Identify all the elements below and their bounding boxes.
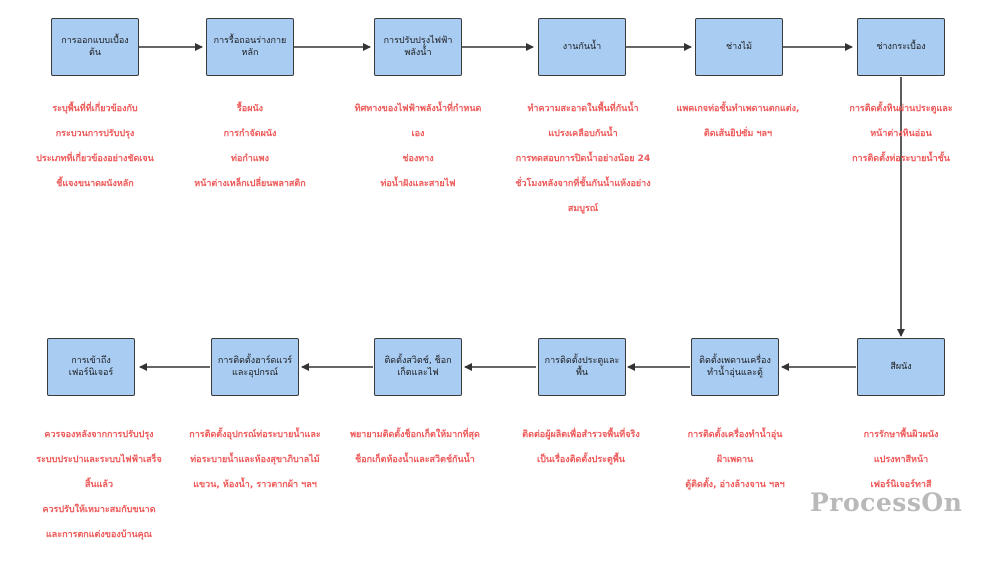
node-plumbing-electrical[interactable]: การปรับปรุงไฟฟ้าพลังน้ำ <box>374 18 462 76</box>
node-initial-design[interactable]: การออกแบบเบื้องต้น <box>51 18 139 76</box>
node-main-demolition[interactable]: การรื้อถอนร่างกายหลัก <box>206 18 294 76</box>
note-tiling: การติดตั้งหินผ่านประตูและ หน้าต่างหินอ่อ… <box>849 104 953 164</box>
note-switch-socket-light: พยายามติดตั้งช็อกเก็ตให้มากที่สุด ช็อกเก… <box>350 430 480 465</box>
processon-watermark: ProcessOn <box>810 488 963 517</box>
node-hardware-fixtures[interactable]: การติดตั้งฮาร์ดแวร์และอุปกรณ์ <box>211 338 299 396</box>
node-ceiling-heater-cabinet[interactable]: ติดตั้งเพดานเครื่องทำน้ำอุ่นและตู้ <box>691 338 779 396</box>
note-carpentry: แพคเกจท่อชั้นทำเพดานตกแต่ง, ติดเส้นยิปซั… <box>676 104 800 139</box>
note-ceiling-heater-cabinet: การติดตั้งเครื่องทำน้ำอุ่น ฝ้าเพดาน ตู้ต… <box>685 430 785 490</box>
note-waterproofing: ทำความสะอาดในพื้นที่กันน้ำ แปรงเคลือบกัน… <box>515 104 651 214</box>
note-door-floor: ติดต่อผู้ผลิตเพื่อสำรวจพื้นที่จริง เป็นเ… <box>522 430 640 465</box>
node-wall-paint[interactable]: สีผนัง <box>857 338 945 396</box>
node-carpentry[interactable]: ช่างไม้ <box>695 18 783 76</box>
note-wall-paint: การรักษาพื้นผิวผนัง แปรงทาสีหน้า เฟอร์นิ… <box>863 430 939 490</box>
node-tiling[interactable]: ช่างกระเบื้อง <box>857 18 945 76</box>
node-door-floor[interactable]: การติดตั้งประตูและพื้น <box>538 338 626 396</box>
node-waterproofing[interactable]: งานกันน้ำ <box>538 18 626 76</box>
note-main-demolition: รื้อผนัง การกำจัดผนัง ท่อกำแพง หน้าต่างเ… <box>194 104 306 189</box>
note-hardware-fixtures: การติดตั้งอุปกรณ์ท่อระบายน้ำและ ท่อระบาย… <box>189 430 321 490</box>
note-initial-design: ระบุพื้นที่ที่เกี่ยวข้องกับ กระบวนการปรั… <box>36 104 154 189</box>
node-furniture[interactable]: การเข้าถึงเฟอร์นิเจอร์ <box>47 338 135 396</box>
note-plumbing-electrical: ทิศทางของไฟฟ้าพลังน้ำที่กำหนด เอง ช่องทา… <box>354 104 482 189</box>
node-switch-socket-light[interactable]: ติดตั้งสวิตช์, ช็อกเก็ตและไฟ <box>374 338 462 396</box>
note-furniture: ควรจองหลังจากการปรับปรุง ระบบประปาและระบ… <box>36 430 162 540</box>
